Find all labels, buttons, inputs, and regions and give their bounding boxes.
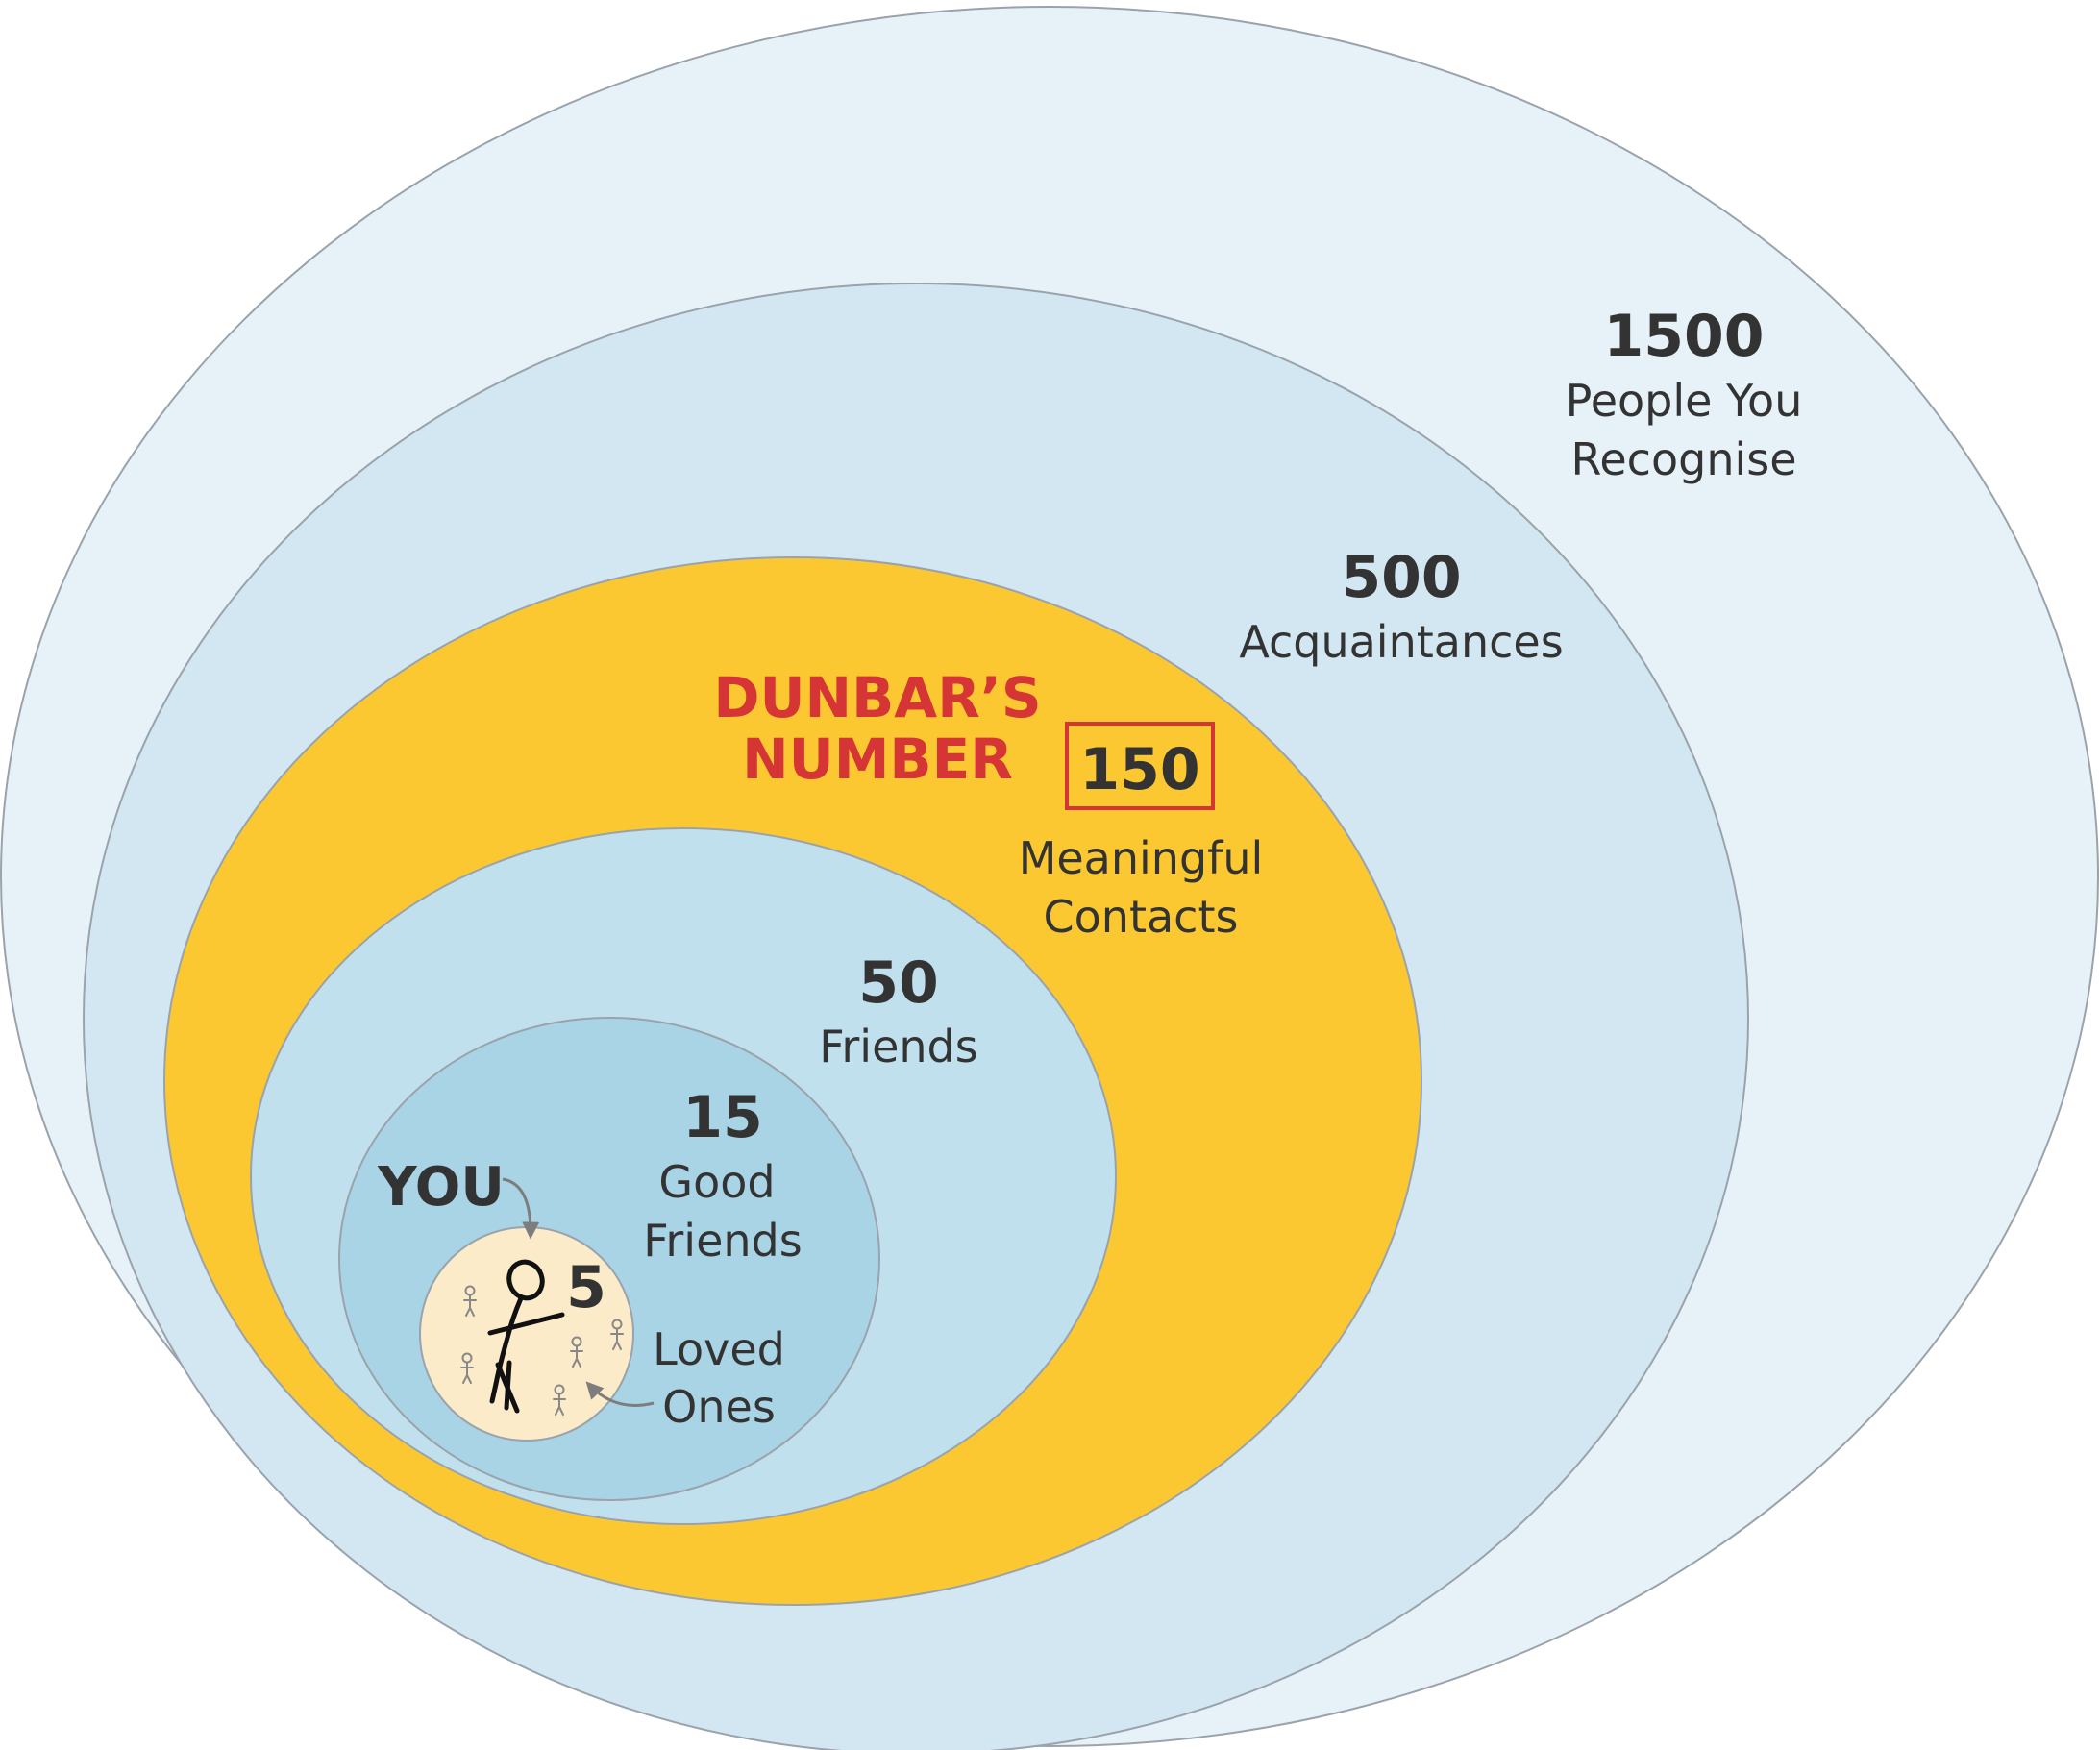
ring-150-label-line1: Meaningful [1019, 832, 1264, 884]
ring-1500-number: 1500 [1604, 303, 1765, 370]
dunbar-number-box [1065, 722, 1215, 810]
ring-1500-label-line2: Recognise [1570, 433, 1796, 485]
ring-5-number: 5 [566, 1254, 606, 1321]
you-arrow-icon [502, 1177, 540, 1240]
ring-500-label: Acquaintances [1239, 616, 1563, 668]
ring-5-label-line2: Ones [662, 1381, 776, 1433]
stick-figure-you-icon [487, 1259, 565, 1414]
ring-50-label: Friends [819, 1021, 977, 1072]
you-label: YOU [377, 1156, 505, 1219]
ring-1500-label-line1: People You [1566, 375, 1803, 427]
ring-5-label-line1: Loved [653, 1323, 785, 1375]
ring-15-label-line1: Good [658, 1156, 775, 1208]
loved-ones-arrow-icon [585, 1381, 655, 1407]
ring-150-label-line2: Contacts [1044, 891, 1239, 943]
dunbar-title-line1: DUNBAR’S [713, 665, 1041, 730]
ring-15-label-line2: Friends [643, 1215, 802, 1267]
ring-500-number: 500 [1341, 544, 1461, 611]
ring-15-number: 15 [682, 1084, 763, 1151]
ring-50-number: 50 [858, 949, 939, 1017]
ring-150-number: 150 [1079, 736, 1199, 803]
dunbar-title-line2: NUMBER [742, 727, 1013, 792]
